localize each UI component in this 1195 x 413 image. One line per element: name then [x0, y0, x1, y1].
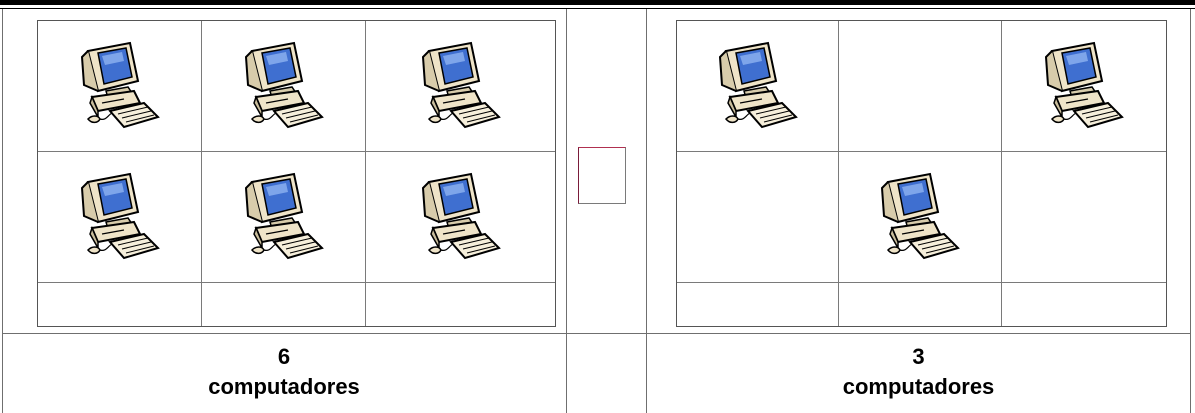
- computer-icon: [716, 41, 800, 131]
- grid-cell: [38, 21, 202, 152]
- left-unit: computadores: [2, 372, 566, 402]
- computer-icon: [78, 172, 162, 262]
- right-unit: computadores: [647, 372, 1190, 402]
- grid-cell-empty: [202, 283, 366, 326]
- grid-cell-empty: [38, 283, 202, 326]
- grid-cell: [202, 152, 366, 283]
- grid-cell: [677, 21, 839, 152]
- table-divider-1: [566, 9, 567, 413]
- computer-icon: [78, 41, 162, 131]
- header-rule-thin: [0, 8, 1195, 9]
- right-count-label: 3 computadores: [647, 342, 1190, 402]
- computer-icon: [1042, 41, 1126, 131]
- grid-cell: [38, 152, 202, 283]
- grid-cell: [839, 152, 1002, 283]
- grid-cell-empty: [677, 283, 839, 326]
- grid-cell-empty: [677, 152, 839, 283]
- table-border-right: [1190, 9, 1191, 413]
- computer-icon: [419, 41, 503, 131]
- grid-cell-empty: [1002, 283, 1166, 326]
- left-computer-grid: [37, 20, 556, 327]
- computer-icon: [242, 172, 326, 262]
- grid-cell-empty: [839, 21, 1002, 152]
- comparison-answer-box[interactable]: [578, 147, 626, 204]
- grid-cell: [366, 21, 555, 152]
- computer-icon: [419, 172, 503, 262]
- grid-cell-empty: [366, 283, 555, 326]
- header-rule: [0, 0, 1195, 5]
- table-row-divider: [2, 333, 1191, 334]
- grid-cell-empty: [1002, 152, 1166, 283]
- right-computer-grid: [676, 20, 1167, 327]
- computer-icon: [242, 41, 326, 131]
- computer-icon: [878, 172, 962, 262]
- grid-cell: [366, 152, 555, 283]
- grid-cell: [1002, 21, 1166, 152]
- right-count: 3: [647, 342, 1190, 372]
- grid-cell-empty: [839, 283, 1002, 326]
- left-count-label: 6 computadores: [2, 342, 566, 402]
- left-count: 6: [2, 342, 566, 372]
- grid-cell: [202, 21, 366, 152]
